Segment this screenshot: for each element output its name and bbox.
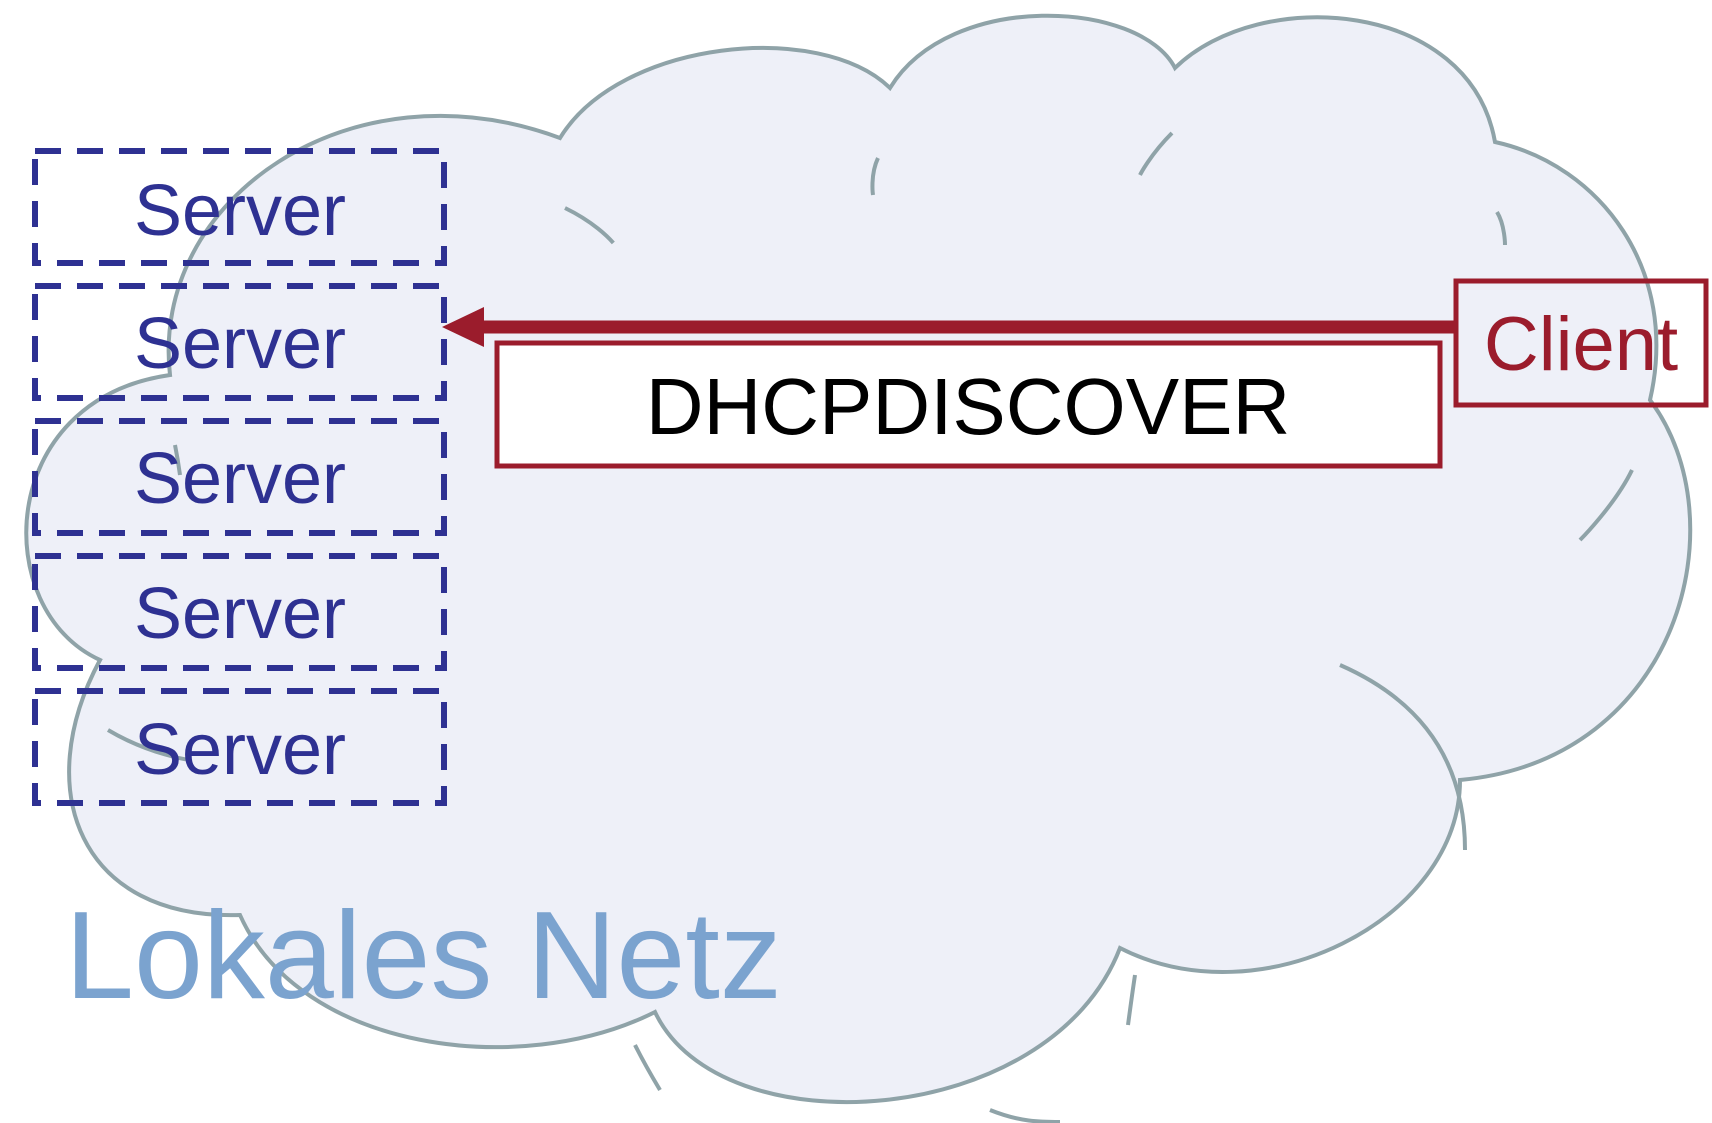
server-node[interactable]: Server [32, 283, 447, 401]
cloud-inner-arc [870, 157, 880, 196]
server-label: Server [134, 574, 346, 654]
server-box [32, 553, 447, 671]
message-box: DHCPDISCOVER [494, 340, 1443, 469]
network-label: Lokales Netz [65, 887, 782, 1025]
cloud-inner-arc [564, 206, 617, 247]
cloud-inner-arc [1126, 974, 1137, 1026]
cloud-inner-arc [173, 444, 182, 476]
cloud-inner-arc [1495, 210, 1507, 246]
server-label: Server [134, 439, 346, 519]
message-frame [494, 340, 1443, 469]
arrowhead-icon [442, 307, 484, 347]
server-node[interactable]: Server [32, 553, 447, 671]
client-node[interactable]: Client [1453, 278, 1709, 408]
cloud-inner-arc [1138, 131, 1174, 176]
server-list: Server Server Server Server Server [32, 148, 447, 806]
discover-arrow [442, 307, 1458, 347]
client-box [1453, 278, 1709, 408]
server-node[interactable]: Server [32, 418, 447, 536]
cloud-inner-arc [1578, 469, 1634, 542]
server-label: Server [134, 171, 346, 251]
cloud-inner-arc [633, 1044, 662, 1092]
client-label: Client [1484, 302, 1678, 387]
server-label: Server [134, 710, 346, 790]
server-node[interactable]: Server [32, 148, 447, 266]
server-label: Server [134, 304, 346, 384]
cloud-inner-arc [106, 728, 191, 762]
server-box [32, 148, 447, 266]
server-box [32, 283, 447, 401]
cloud-inner-arc [1339, 663, 1467, 851]
server-box [32, 418, 447, 536]
server-node[interactable]: Server [32, 688, 447, 806]
cloud-inner-arc [989, 1108, 1061, 1123]
message-label: DHCPDISCOVER [646, 362, 1291, 451]
server-box [32, 688, 447, 806]
